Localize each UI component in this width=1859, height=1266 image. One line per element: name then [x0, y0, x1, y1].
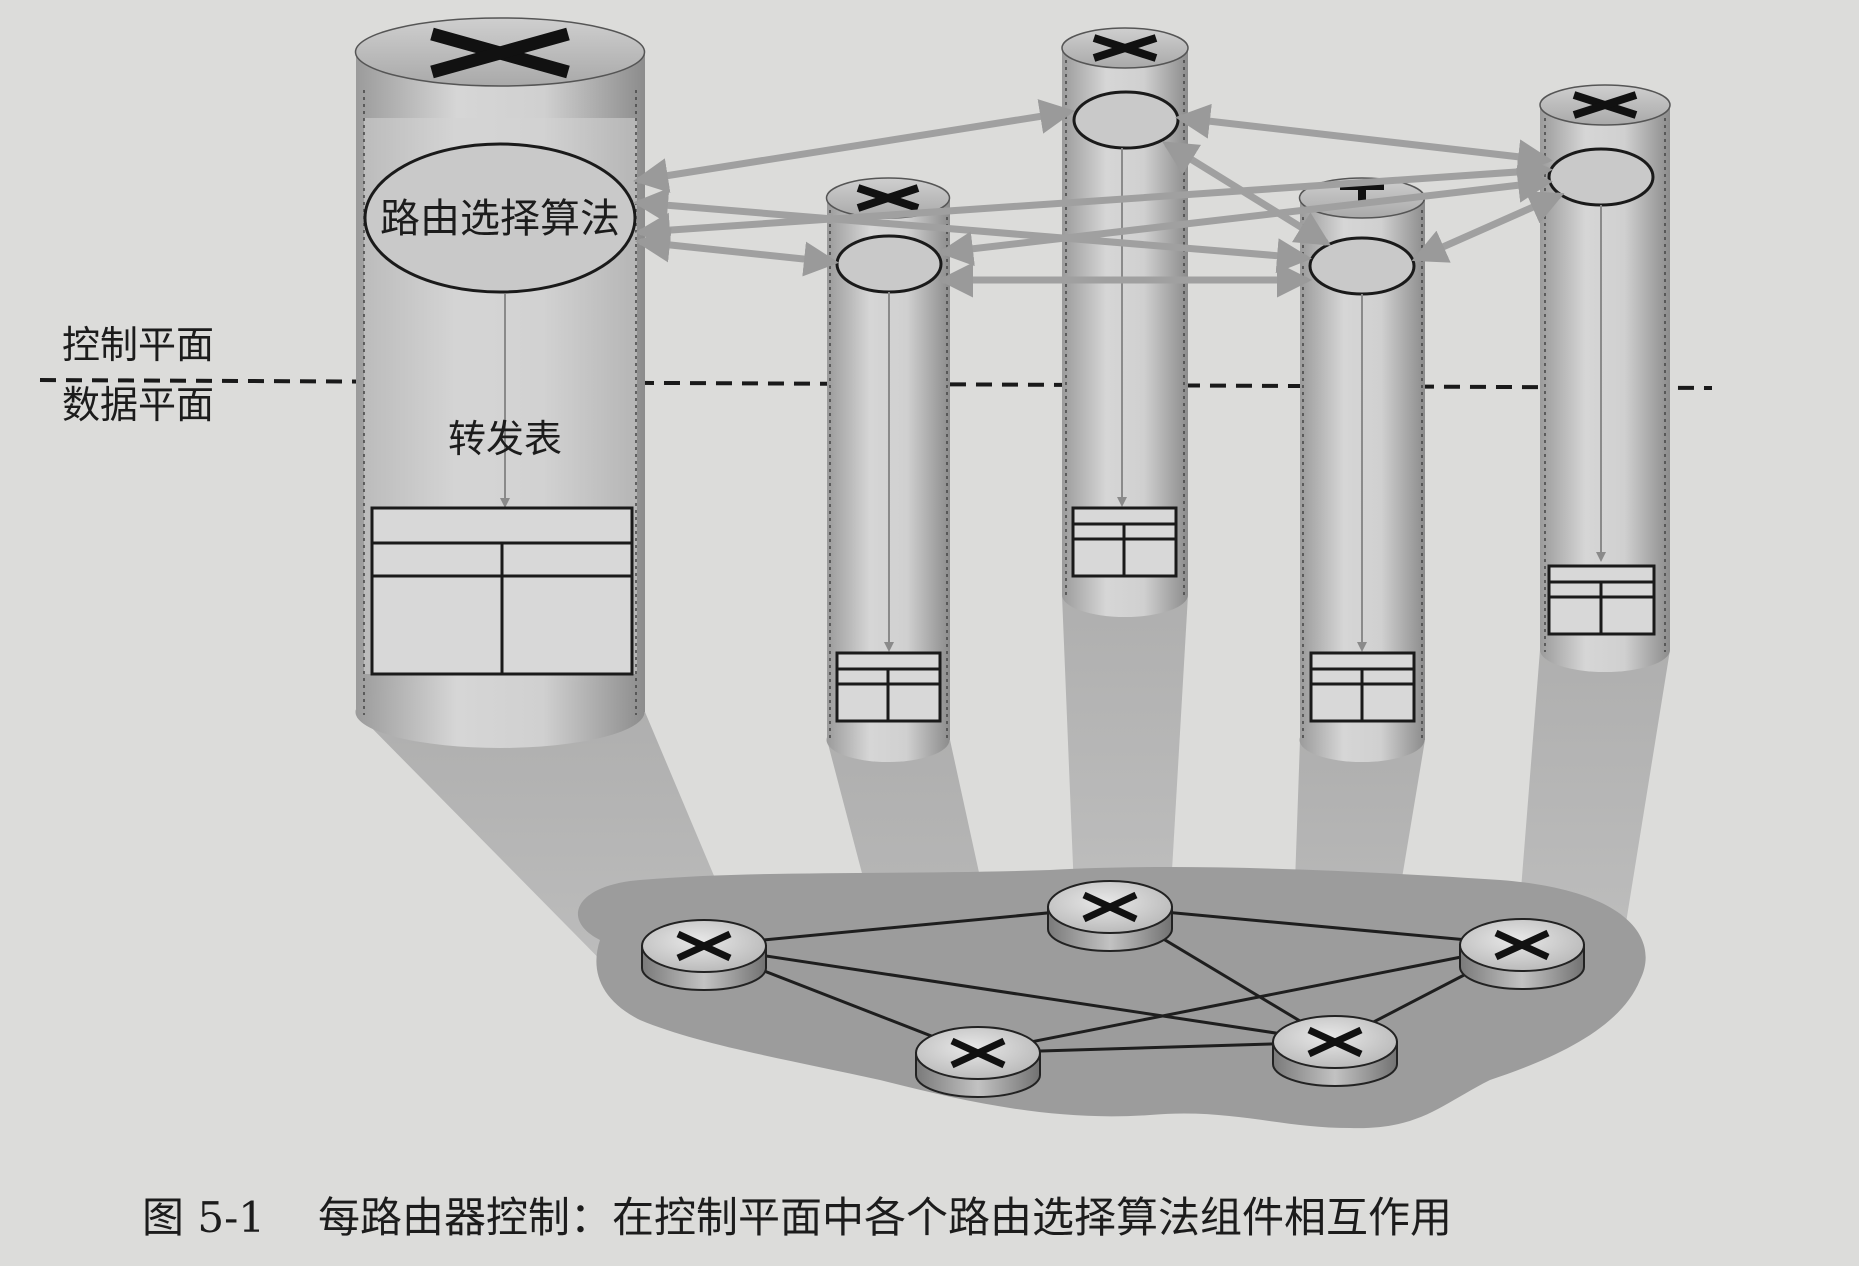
routing-algorithm-node-3 — [1072, 90, 1180, 150]
routing-algorithm-node-5 — [1547, 147, 1655, 207]
network-router-bottom-right — [1272, 1015, 1398, 1087]
forwarding-table-label: 转发表 — [448, 417, 562, 461]
forwarding-table-main — [370, 506, 634, 676]
router-cylinder-2 — [825, 177, 951, 762]
router-x-icon — [950, 1037, 1006, 1069]
control-plane-label: 控制平面 — [62, 323, 214, 367]
msg-3-to-5 — [1175, 103, 1553, 175]
router-x-icon — [1307, 1026, 1363, 1058]
shadow-cone-router-5 — [1515, 650, 1670, 965]
forwarding-table-2 — [835, 651, 942, 723]
router-x-icon — [430, 27, 570, 79]
data-plane-label: 数据平面 — [62, 383, 214, 427]
routing-algorithm-label: 路由选择算法 — [380, 196, 620, 242]
router-x-icon — [1494, 929, 1550, 961]
link-left-bottomright — [699, 944, 1336, 1044]
link-top-right — [1109, 905, 1523, 947]
network-router-left — [641, 919, 767, 991]
control-plane-messages — [633, 99, 1565, 298]
routing-algorithm-node-2 — [835, 234, 943, 294]
figure-caption: 每路由器控制：在控制平面中各个路由选择算法组件相互作用 — [318, 1193, 1452, 1242]
router-cylinder-4 — [1298, 177, 1426, 762]
msg-main-to-3 — [633, 99, 1075, 193]
router-x-icon — [1092, 34, 1158, 62]
forwarding-table-5 — [1547, 564, 1656, 636]
router-cylinder-5 — [1539, 84, 1671, 672]
network-router-right — [1459, 918, 1585, 990]
network-router-bottom-left — [915, 1026, 1041, 1098]
router-x-icon — [676, 930, 732, 962]
link-right-bottomleft — [974, 943, 1523, 1055]
msg-4-to-5 — [1411, 191, 1565, 263]
msg-main-to-2 — [635, 227, 839, 277]
link-left-top — [699, 905, 1111, 948]
figure-number: 图 5-1 — [142, 1193, 265, 1242]
forwarding-table-3 — [1071, 506, 1178, 578]
router-cylinder-3 — [1061, 27, 1189, 617]
shadow-cone-router-3 — [1062, 595, 1188, 915]
network-router-top — [1047, 880, 1173, 952]
router-x-icon — [1572, 91, 1638, 119]
routing-algorithm-node-4 — [1308, 236, 1416, 296]
forwarding-table-4 — [1309, 651, 1416, 723]
router-x-icon — [1082, 891, 1138, 923]
